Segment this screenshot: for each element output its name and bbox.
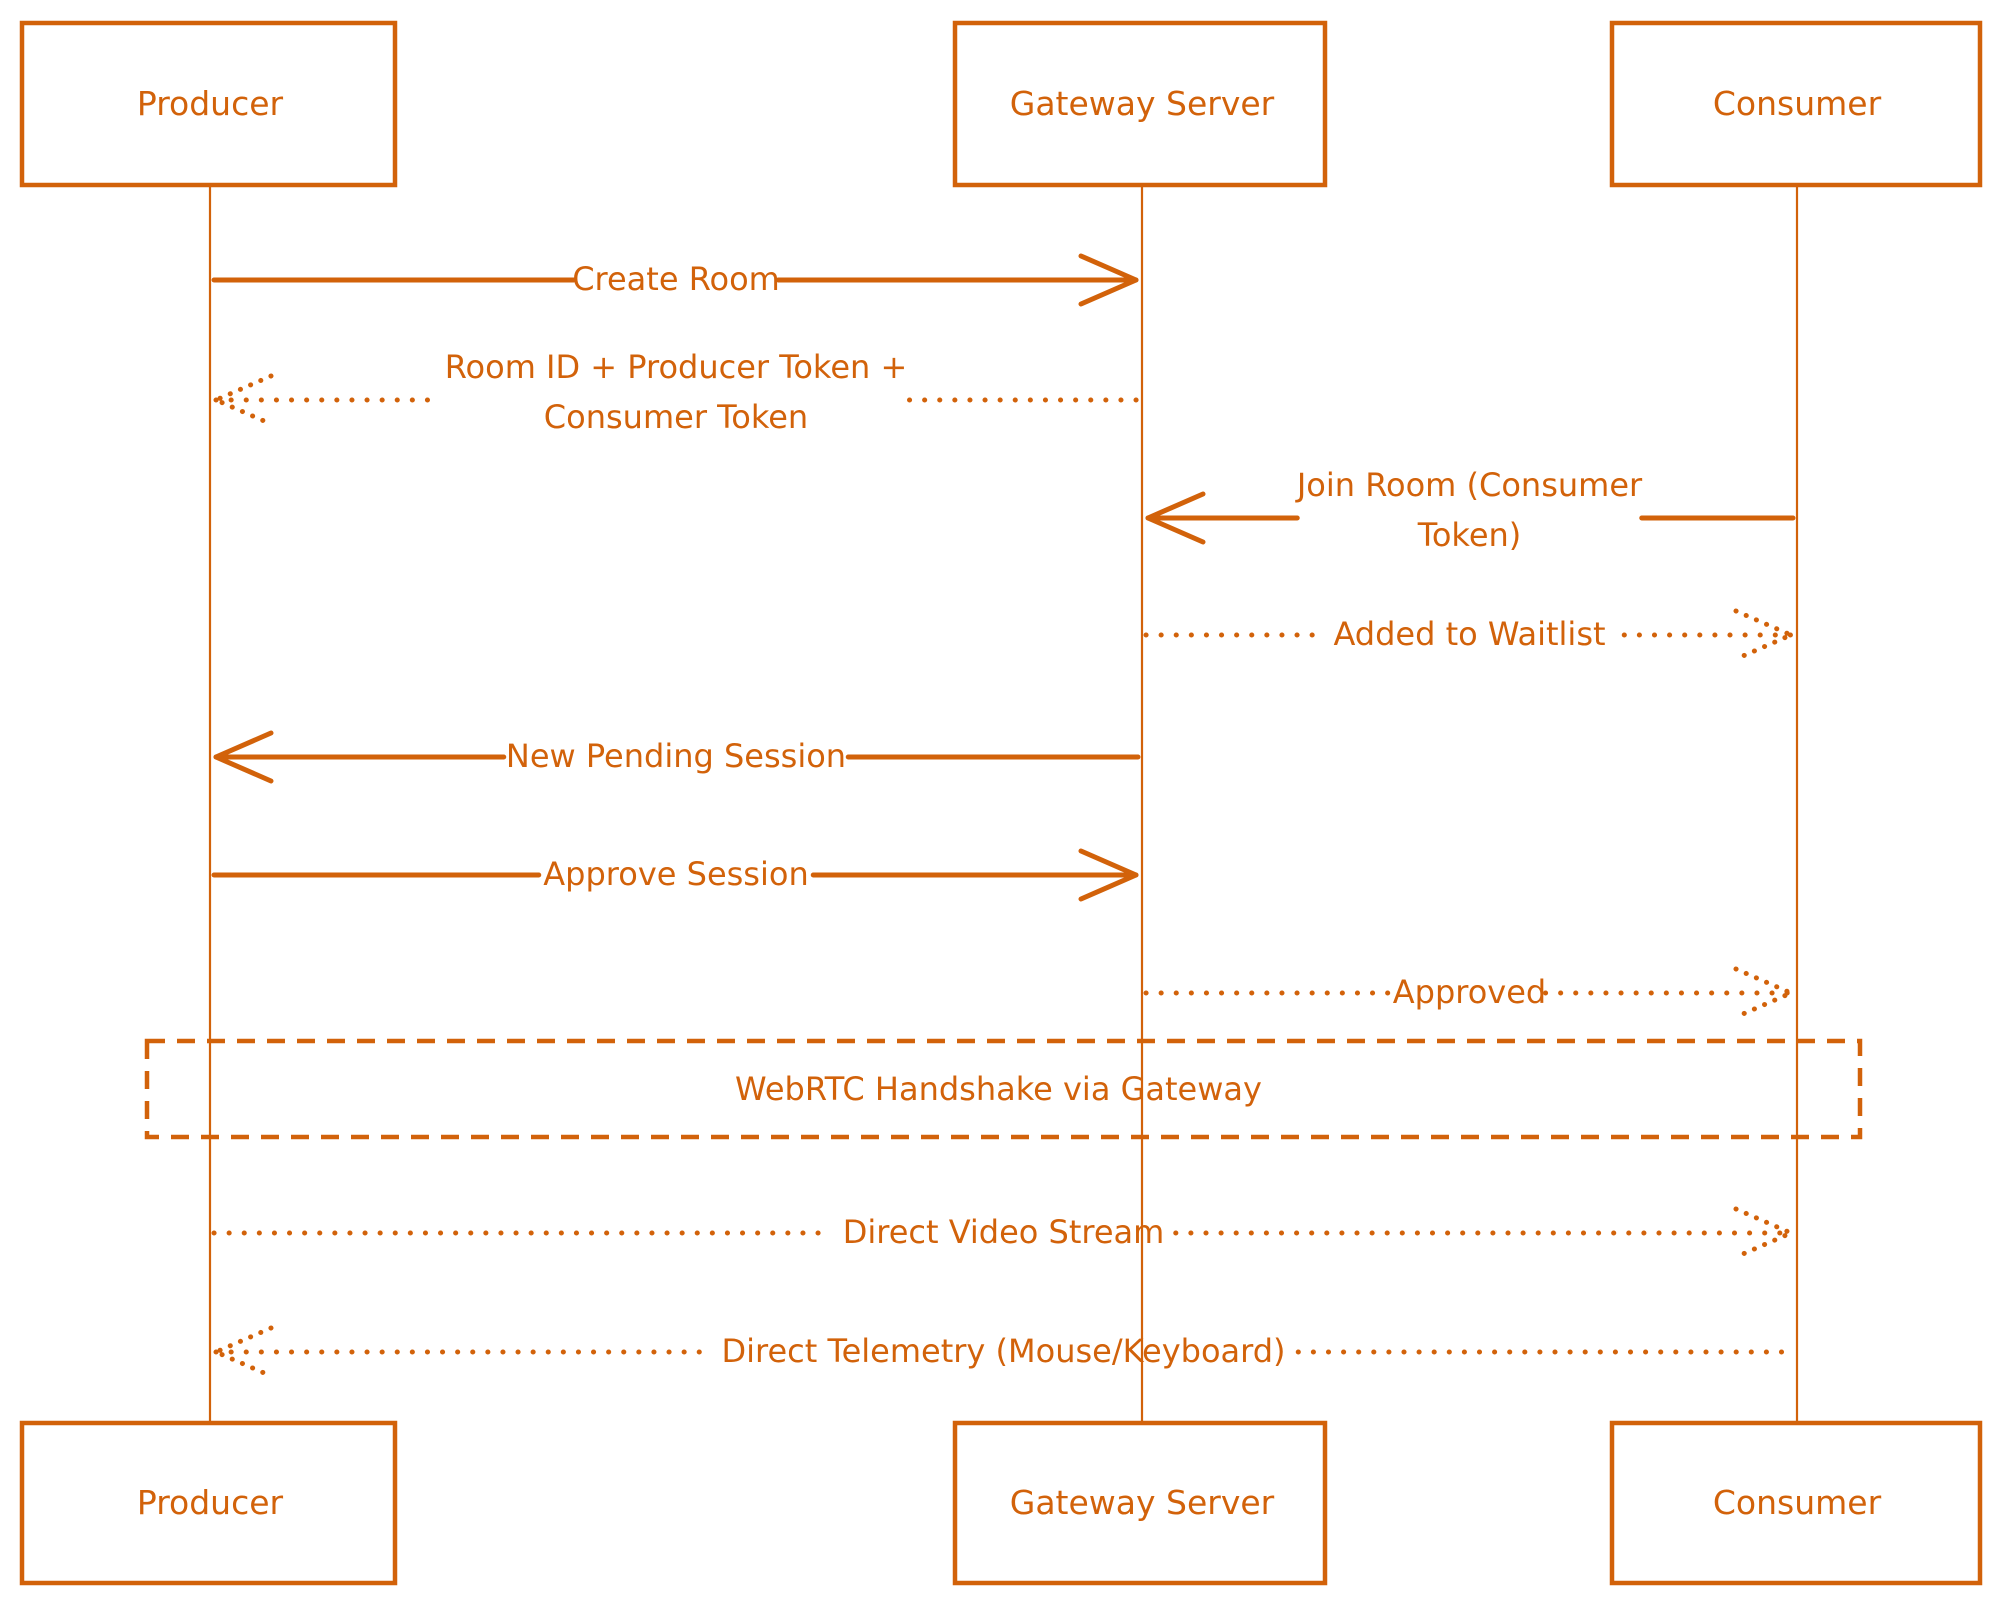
note-label: WebRTC Handshake via Gateway [735, 1070, 1262, 1108]
actor-box-producer-bottom: Producer [19, 1420, 398, 1586]
actor-box-producer-top: Producer [19, 20, 398, 188]
message-label: Approved [1393, 973, 1546, 1011]
actor-label: Producer [137, 1483, 284, 1522]
message-label: Create Room [572, 260, 780, 298]
actor-label: Gateway Server [1010, 84, 1275, 123]
actor-label: Consumer [1713, 84, 1882, 123]
actor-label: Producer [137, 84, 284, 123]
note-webrtc-handshake: WebRTC Handshake via Gateway [144, 1038, 1863, 1140]
message-label: Token) [1417, 516, 1522, 554]
arrow-left-icon [1145, 491, 1206, 545]
actor-box-consumer-top: Consumer [1609, 20, 1983, 188]
arrow-left-icon [213, 730, 274, 784]
message-label: New Pending Session [506, 737, 846, 775]
arrow-right-icon [1078, 848, 1139, 902]
arrow-left-icon [213, 1325, 274, 1379]
actor-box-consumer-bottom: Consumer [1609, 1420, 1983, 1586]
message-room-id-producer-token-consumer-token: Room ID + Producer Token + Consumer Token [213, 348, 1141, 436]
lifelines [208, 185, 1799, 1423]
arrow-right-icon [1733, 1206, 1794, 1260]
actor-rect [952, 20, 1328, 188]
actor-rect [952, 1420, 1328, 1586]
actor-rect [19, 20, 398, 188]
actor-rect [1609, 1420, 1983, 1586]
message-label: Join Room (Consumer [1295, 466, 1643, 504]
note-border [144, 1038, 1863, 1140]
message-label: Approve Session [543, 855, 808, 893]
actor-rect [19, 1420, 398, 1586]
arrow-right-icon [1733, 966, 1794, 1020]
message-added-to-waitlist: Added to Waitlist [1143, 608, 1794, 662]
message-label: Consumer Token [544, 398, 808, 436]
message-create-room: Create Room [211, 253, 1139, 307]
actor-box-gateway-bottom: Gateway Server [952, 1420, 1328, 1586]
actor-rect [1609, 20, 1983, 188]
arrow-right-icon [1733, 608, 1794, 662]
message-approved: Approved [1143, 966, 1794, 1020]
message-label: Added to Waitlist [1333, 615, 1605, 653]
message-direct-telemetry-mouse-keyboard: Direct Telemetry (Mouse/Keyboard) [213, 1325, 1796, 1379]
message-direct-video-stream: Direct Video Stream [211, 1206, 1794, 1260]
actor-label: Consumer [1713, 1483, 1882, 1522]
actor-label: Gateway Server [1010, 1483, 1275, 1522]
actor-box-gateway-top: Gateway Server [952, 20, 1328, 188]
message-new-pending-session: New Pending Session [213, 730, 1141, 784]
arrow-left-icon [213, 373, 274, 427]
message-label: Room ID + Producer Token + [445, 348, 908, 386]
message-approve-session: Approve Session [211, 848, 1139, 902]
arrow-right-icon [1078, 253, 1139, 307]
message-label: Direct Telemetry (Mouse/Keyboard) [721, 1332, 1285, 1370]
message-label: Direct Video Stream [843, 1213, 1165, 1251]
